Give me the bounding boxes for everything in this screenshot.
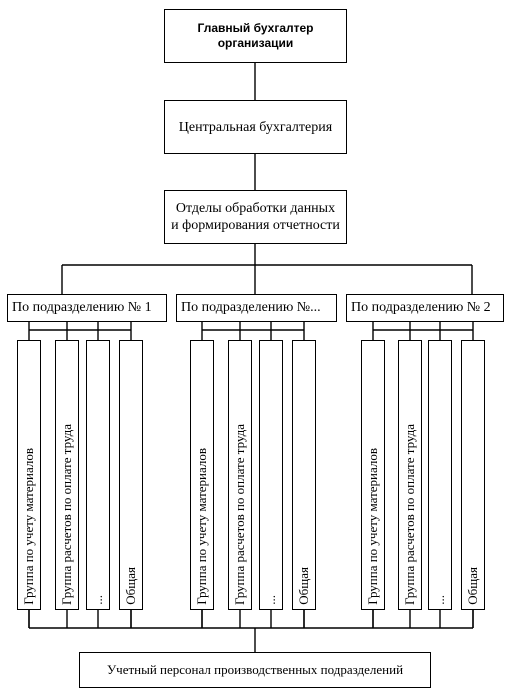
group-ellipsis-box-div3: ... <box>428 340 452 610</box>
group-materials-box-div2: Группа по учету материалов <box>190 340 214 610</box>
group-label: Группа расчетов по оплате труда <box>402 424 417 605</box>
group-label: Общая <box>465 567 480 605</box>
group-label: Группа по учету материалов <box>21 448 36 605</box>
division-1-box: По подразделению № 1 <box>7 294 167 322</box>
data-processing-box: Отделы обработки данных и формирования о… <box>164 190 347 244</box>
group-materials-box-div3: Группа по учету материалов <box>361 340 385 610</box>
group-payroll-box-div3: Группа расчетов по оплате труда <box>398 340 422 610</box>
group-ellipsis-box-div1: ... <box>86 340 110 610</box>
group-label: ... <box>263 595 278 605</box>
group-general-box-div1: Общая <box>119 340 143 610</box>
group-label: Группа расчетов по оплате труда <box>59 424 74 605</box>
group-label: ... <box>90 595 105 605</box>
group-label: Группа по учету материалов <box>365 448 380 605</box>
group-label: Общая <box>296 567 311 605</box>
chief-accountant-box: Главный бухгалтер организации <box>164 9 347 63</box>
division-2-box: По подразделению № 2 <box>346 294 504 322</box>
group-label: Группа расчетов по оплате труда <box>232 424 247 605</box>
group-general-box-div3: Общая <box>461 340 485 610</box>
group-label: Общая <box>123 567 138 605</box>
group-label: ... <box>432 595 447 605</box>
group-label: Группа по учету материалов <box>194 448 209 605</box>
group-general-box-div2: Общая <box>292 340 316 610</box>
group-payroll-box-div1: Группа расчетов по оплате труда <box>55 340 79 610</box>
production-staff-box: Учетный персонал производственных подраз… <box>79 652 431 688</box>
division-n-box: По подразделению №... <box>176 294 337 322</box>
central-accounting-box: Центральная бухгалтерия <box>164 100 347 154</box>
group-materials-box-div1: Группа по учету материалов <box>17 340 41 610</box>
group-ellipsis-box-div2: ... <box>259 340 283 610</box>
group-payroll-box-div2: Группа расчетов по оплате труда <box>228 340 252 610</box>
